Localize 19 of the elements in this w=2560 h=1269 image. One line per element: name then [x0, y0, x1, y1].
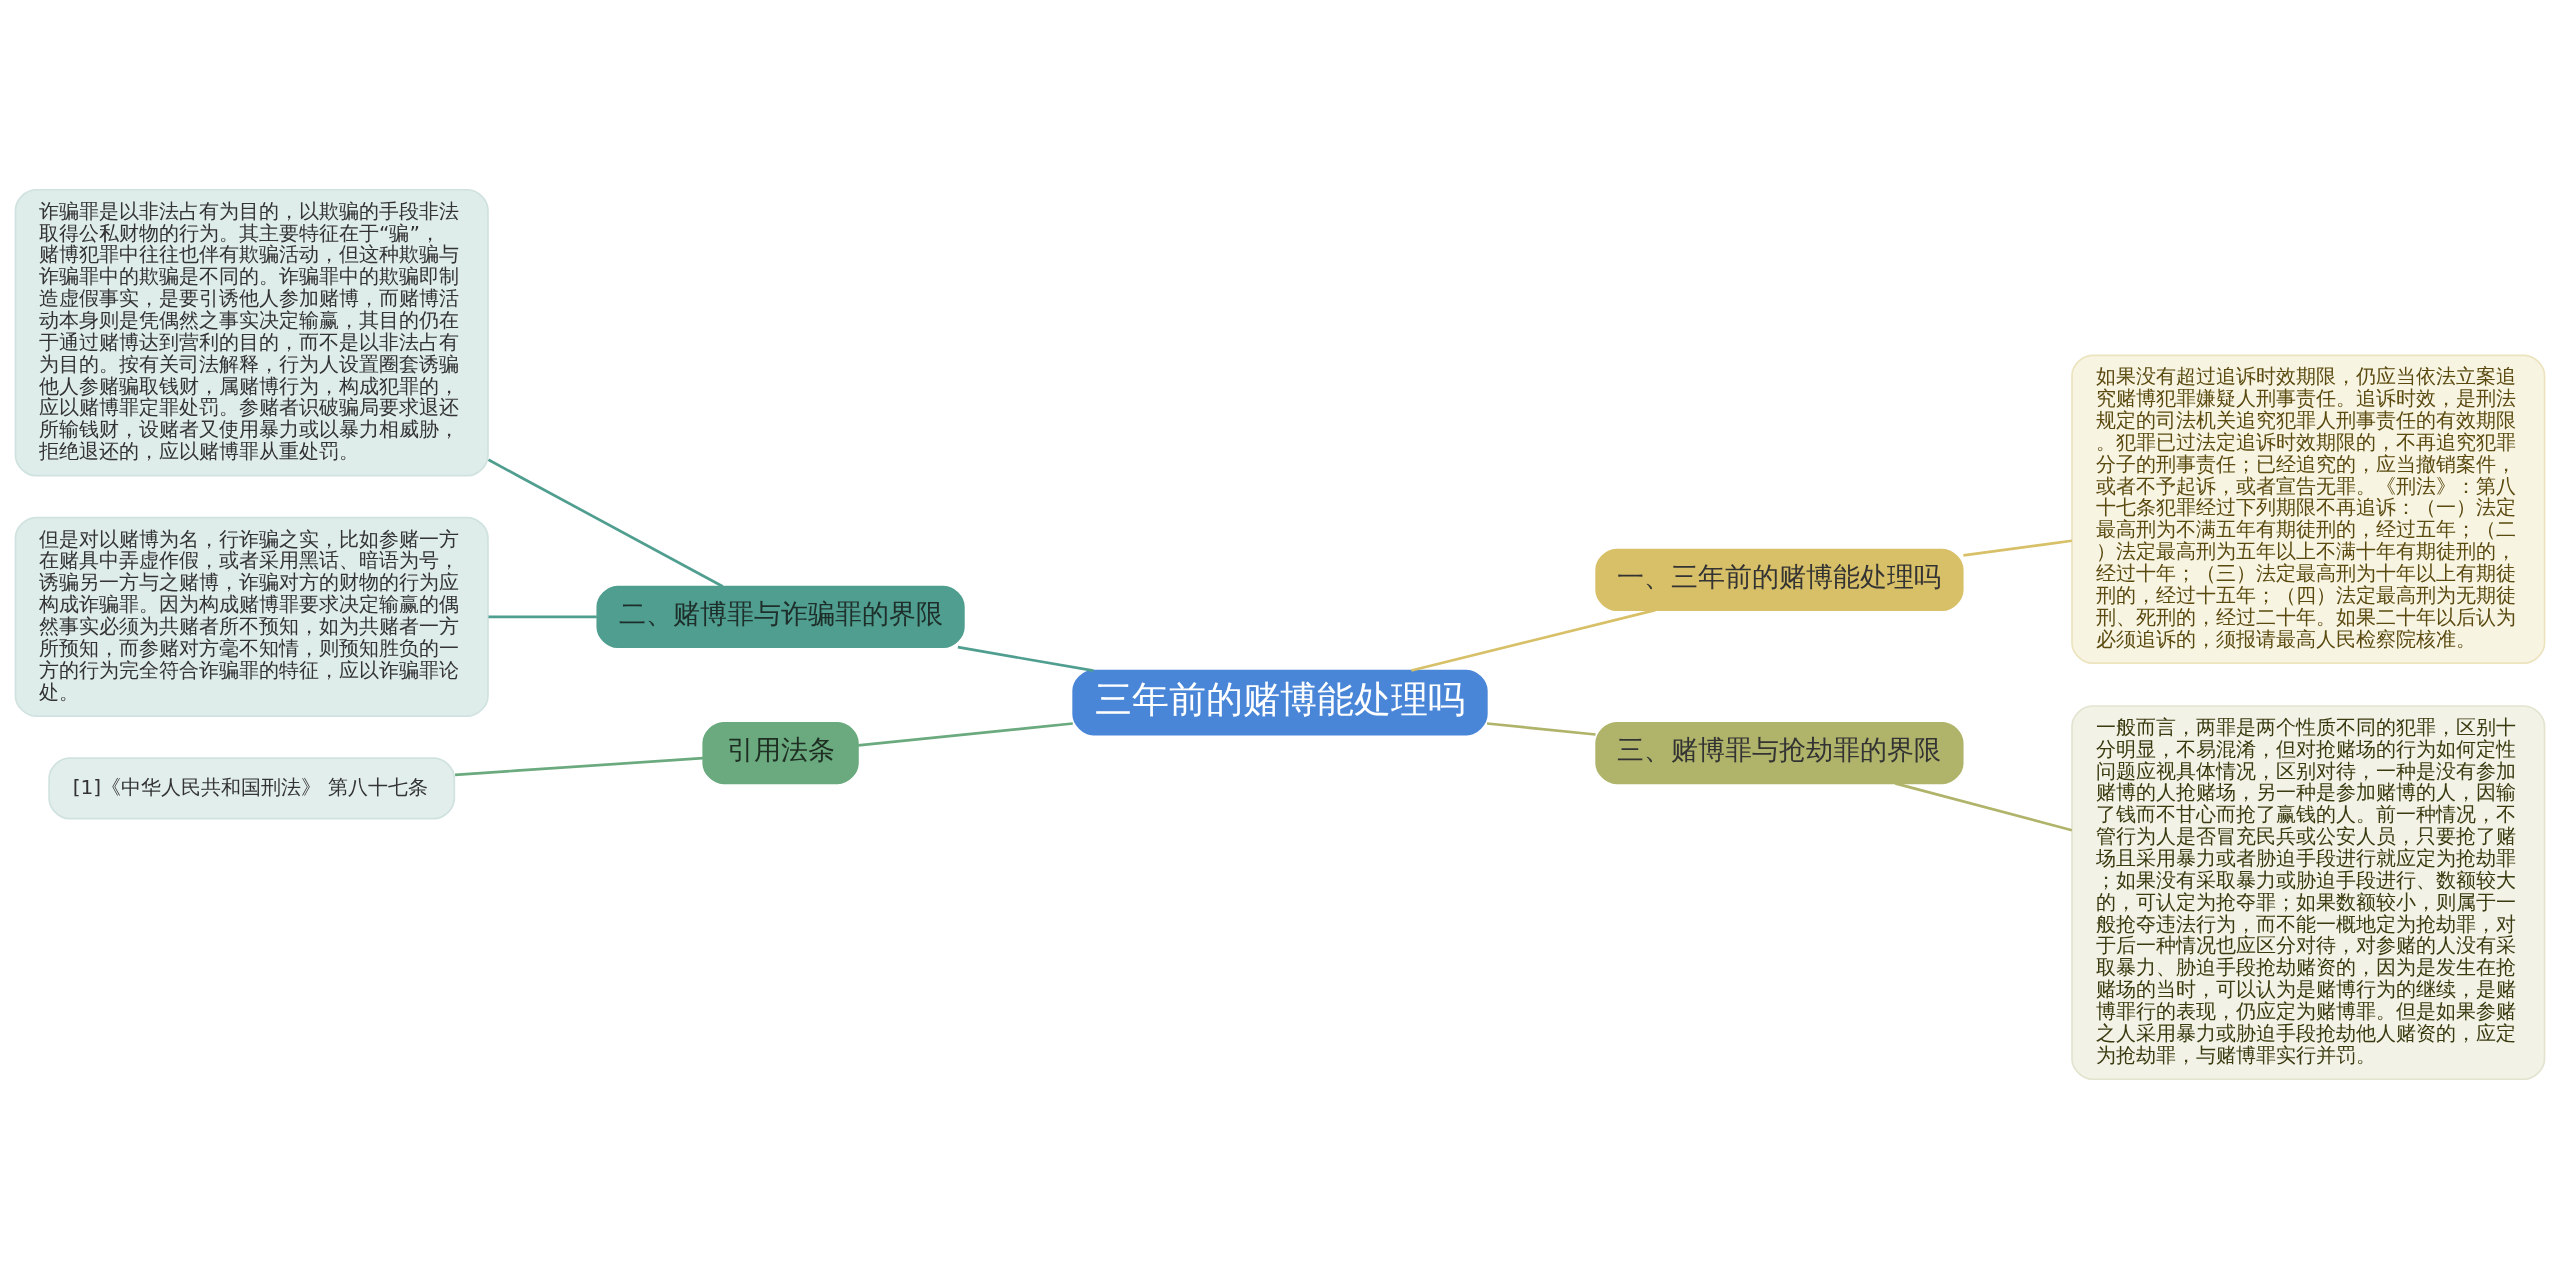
- node-box: 一、三年前的赌博能处理吗: [1595, 548, 1964, 611]
- connector: [1486, 722, 1596, 736]
- node-box: 如果没有超过追诉时效期限，仍应当依法立案追究赌博犯罪嫌疑人刑事责任。追诉时效，是刑法规定的司法机关追究犯罪人刑事责任的有效期限。犯罪已过法定追诉时效期限的，不再追究犯罪分子的刑事责任；已经追究的，应当撤销案件，或者不予起诉，或者宣告无罪。《刑法》：第八十七条犯罪经过下列期限不再追诉：（一）法定最高刑为不满五年有期徒刑的，经过五年；（二）法定最高刑为五年以上不满十年有期徒刑的，经过十年；（三）法定最高刑为十年以上有期徒刑的，经过十五年；（四）法定最高刑为无期徒刑、死刑的，经过二十年。如果二十年以后认为必须追诉的，须报请最高人民检察院核准。: [2071, 354, 2546, 664]
- node-box: 三、赌博罪与抢劫罪的界限: [1595, 721, 1964, 785]
- node-box: 一般而言，两罪是两个性质不同的犯罪，区别十分明显，不易混淆，但对抢赌场的行为如何定性问题应视具体情况，区别对待，一种是没有参加赌博的人抢赌场，另一种是参加赌博的人，因输了钱而不甘心而抢了赢钱的人。前一种情况，不管行为人是否冒充民兵或公安人员，只要抢了赌场且采用暴力或者胁迫手段进行就应定为抢劫罪；如果没有采取暴力或胁迫手段进行、数额较大的，可认定为抢夺罪；如果数额较小，则属于一般抢夺违法行为，而不能一概地定为抢劫罪，对于后一种情况也应区分对待，对参赌的人没有采取暴力、胁迫手段抢劫赌资的，因为是发生在抢赌场的当时，可以认为是赌博行为的继续，是赌博罪行的表现，仍应定为赌博罪。但是如果参赌之人采用暴力或胁迫手段抢劫他人赌资的，应定为抢劫罪，与赌博罪实行并罚。: [2071, 705, 2546, 1081]
- connector: [1963, 539, 2073, 557]
- node-box: 引用法条: [702, 721, 859, 785]
- node-box: 诈骗罪是以非法占有为目的，以欺骗的手段非法取得公私财物的行为。其主要特征在于“骗”，赌博犯罪中往往也伴有欺骗活动，但这种欺骗与诈骗罪中的欺骗是不同的。诈骗罪中的欺骗即制造虚假事实，是要引诱他人参加赌博，而赌博活动本身则是凭偶然之事实决定输赢，其目的仍在于通过赌博达到营利的目的，而不是以非法占有为目的。按有关司法解释，行为人设置圈套诱骗他人参赌骗取钱财，属赌博行为，构成犯罪的，应以赌博罪定罪处罚。参赌者识破骗局要求退还所输钱财，设赌者又使用暴力或以暴力相威胁，拒绝退还的，应以赌博罪从重处罚。: [14, 188, 489, 477]
- node-box: [1]《中华人民共和国刑法》 第八十七条: [48, 757, 456, 820]
- connector: [957, 645, 1094, 672]
- connector: [487, 458, 724, 588]
- connector: [1894, 782, 2073, 832]
- connector: [858, 722, 1073, 747]
- node-box: 三年前的赌博能处理吗: [1072, 669, 1488, 736]
- node-box: 二、赌博罪与诈骗罪的界限: [596, 585, 965, 648]
- connector: [1411, 608, 1656, 672]
- connector: [455, 756, 704, 777]
- node-box: 但是对以赌博为名，行诈骗之实，比如参赌一方在赌具中弄虚作假，或者采用黑话、暗语为号，诱骗另一方与之赌博，诈骗对方的财物的行为应构成诈骗罪。因为构成赌博罪要求决定输赢的偶然事实必须为共赌者所不预知，如为共赌者一方所预知，而参赌对方毫不知情，则预知胜负的一方的行为完全符合诈骗罪的特征，应以诈骗罪论处。: [14, 516, 489, 717]
- connector: [488, 615, 597, 619]
